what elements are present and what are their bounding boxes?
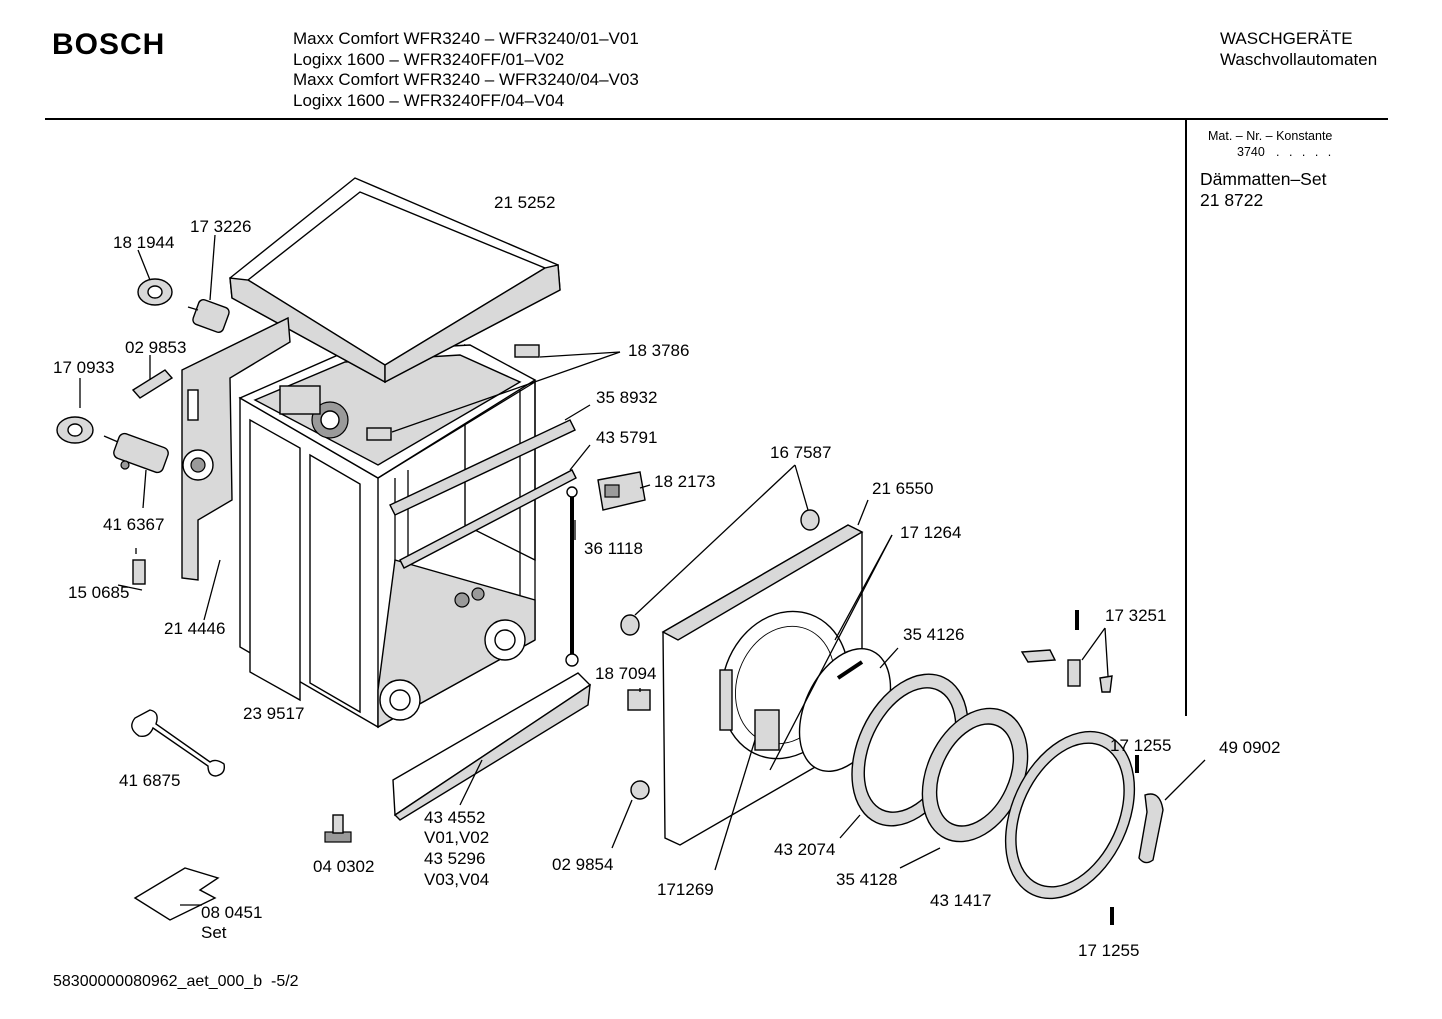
mat-nr-value: 3740 xyxy=(1237,145,1265,159)
hinge-pins-171255 xyxy=(1110,755,1139,925)
door-glass xyxy=(921,707,1029,843)
clip-part-150685 xyxy=(132,548,146,585)
leader-lines xyxy=(79,234,1206,906)
label-170933: 17 0933 xyxy=(53,358,114,377)
label-216550: 21 6550 xyxy=(872,479,933,498)
label-150685: 15 0685 xyxy=(68,583,129,602)
model-line: Maxx Comfort WFR3240 – WFR3240/01–V01 xyxy=(293,29,639,48)
door-handle-490902 xyxy=(1138,793,1164,864)
mat-nr-heading: Mat. – Nr. – Konstante xyxy=(1208,129,1333,143)
hinge-part-170933 xyxy=(56,416,94,444)
insulation-set-number: 21 8722 xyxy=(1200,190,1264,210)
sidebar-divider xyxy=(1185,120,1187,716)
label-set: Set xyxy=(201,923,227,942)
label-080451: 08 0451 xyxy=(201,903,262,922)
label-354128: 35 4128 xyxy=(836,870,897,889)
part-167587 xyxy=(620,509,820,636)
category-title: WASCHGERÄTE xyxy=(1220,29,1353,48)
label-435791: 43 5791 xyxy=(596,428,657,447)
label-173226: 17 3226 xyxy=(190,217,251,236)
wrench-tool xyxy=(131,709,226,777)
label-434552: 43 4552 xyxy=(424,808,485,827)
label-239517: 23 9517 xyxy=(243,704,304,723)
label-040302: 04 0302 xyxy=(313,857,374,876)
mat-nr-dots: . . . . . xyxy=(1276,145,1335,159)
rail-435791 xyxy=(399,469,577,569)
label-v03v04: V03,V04 xyxy=(424,870,489,889)
spring-rod xyxy=(565,486,579,667)
bracket-part-029853 xyxy=(131,369,174,399)
label-183786: 18 3786 xyxy=(628,341,689,360)
label-182173: 18 2173 xyxy=(654,472,715,491)
doc-id: 58300000080962_aet_000_b xyxy=(53,973,263,990)
model-list: Maxx Comfort WFR3240 – WFR3240/01–V01 Lo… xyxy=(293,29,639,111)
left-side-panel xyxy=(181,316,291,581)
header-divider xyxy=(45,118,1388,120)
label-358932: 35 8932 xyxy=(596,388,657,407)
shock-absorber-416367 xyxy=(103,432,169,474)
label-435296: 43 5296 xyxy=(424,849,485,868)
damper-part-173226 xyxy=(187,299,230,333)
part-187094 xyxy=(627,689,651,711)
foot-part xyxy=(324,814,352,843)
hinge-set-173251 xyxy=(1020,610,1113,693)
rail-358932 xyxy=(389,419,576,516)
label-171255-top: 17 1255 xyxy=(1110,736,1171,755)
page-number: -5/2 xyxy=(271,973,299,990)
label-171255-bottom: 17 1255 xyxy=(1078,941,1139,960)
hinge-part-181944 xyxy=(137,278,173,306)
cabinet-body xyxy=(238,343,537,729)
model-line: Logixx 1600 – WFR3240FF/01–V02 xyxy=(293,49,565,69)
label-416367: 41 6367 xyxy=(103,515,164,534)
label-167587: 16 7587 xyxy=(770,443,831,462)
label-v01v02: V01,V02 xyxy=(424,828,489,847)
label-431417: 43 1417 xyxy=(930,891,991,910)
label-361118: 36 1118 xyxy=(584,539,643,558)
label-171269: 171269 xyxy=(657,880,714,899)
clip-183786 xyxy=(366,344,540,441)
label-181944: 18 1944 xyxy=(113,233,174,252)
label-187094: 18 7094 xyxy=(595,664,656,683)
label-029853: 02 9853 xyxy=(125,338,186,357)
label-215252: 21 5252 xyxy=(494,193,555,212)
label-416875: 41 6875 xyxy=(119,771,180,790)
part-029854 xyxy=(630,780,650,800)
footer-doc-id: 58300000080962_aet_000_b -5/2 xyxy=(53,973,299,991)
label-029854: 02 9854 xyxy=(552,855,613,874)
label-214446: 21 4446 xyxy=(164,619,225,638)
label-173251: 17 3251 xyxy=(1105,606,1166,625)
kickplate xyxy=(392,672,592,821)
category-block: WASCHGERÄTE Waschvollautomaten xyxy=(1220,29,1377,70)
part-labels: 21 5252 17 3226 18 1944 02 9853 17 0933 … xyxy=(53,193,1280,960)
label-432074: 43 2074 xyxy=(774,840,835,859)
transport-bracket xyxy=(133,867,220,921)
model-line: Maxx Comfort WFR3240 – WFR3240/04–V03 xyxy=(293,70,639,89)
label-171264: 17 1264 xyxy=(900,523,961,542)
door-outer-ring xyxy=(1004,730,1136,900)
door-lock xyxy=(597,471,646,511)
insulation-set-title: Dämmatten–Set xyxy=(1200,169,1327,189)
model-line: Logixx 1600 – WFR3240FF/04–V04 xyxy=(293,90,565,110)
label-354126: 35 4126 xyxy=(903,625,964,644)
top-cover xyxy=(229,177,561,384)
brand-logo: BOSCH xyxy=(52,28,166,61)
category-subtitle: Waschvollautomaten xyxy=(1220,49,1378,69)
label-490902: 49 0902 xyxy=(1219,738,1280,757)
